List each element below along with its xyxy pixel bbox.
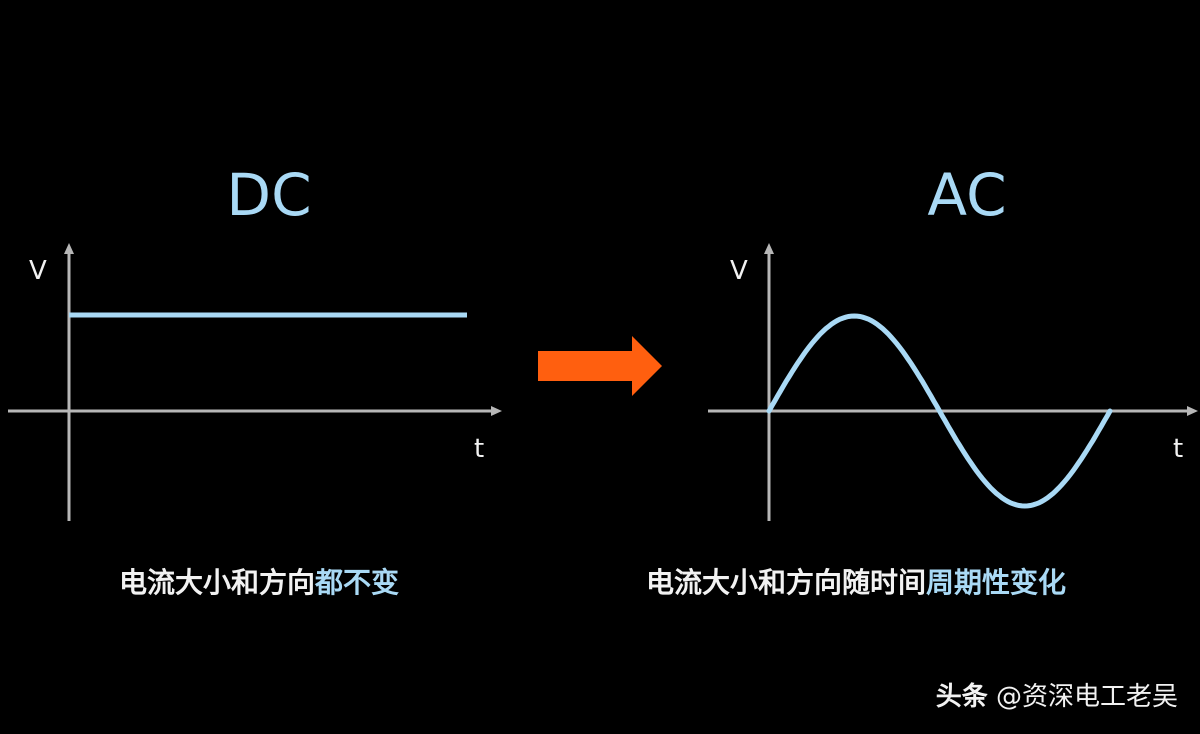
dc-y-axis-label: V <box>29 256 47 286</box>
watermark: 头条 @资深电工老吴 <box>936 680 1178 714</box>
ac-y-axis-label: V <box>730 256 748 286</box>
ac-sine-wave <box>766 313 1113 509</box>
dc-caption: 电流大小和方向都不变 <box>119 563 399 603</box>
dc-caption-main: 电流大小和方向 <box>119 566 316 599</box>
dc-caption-highlight: 都不变 <box>315 566 400 599</box>
dc-x-axis-label: t <box>474 434 485 464</box>
watermark-handle: @资深电工老吴 <box>995 682 1178 712</box>
ac-axes <box>708 243 1198 521</box>
dc-axes <box>8 243 502 521</box>
ac-x-axis-label: t <box>1173 434 1184 464</box>
ac-caption-highlight: 周期性变化 <box>926 566 1067 599</box>
ac-title: AC <box>927 161 1007 229</box>
right-arrow-icon <box>538 336 662 396</box>
ac-caption-main: 电流大小和方向随时间 <box>646 566 927 599</box>
ac-caption: 电流大小和方向随时间周期性变化 <box>646 563 1066 603</box>
dc-title: DC <box>226 161 312 229</box>
watermark-brand: 头条 <box>935 682 988 712</box>
